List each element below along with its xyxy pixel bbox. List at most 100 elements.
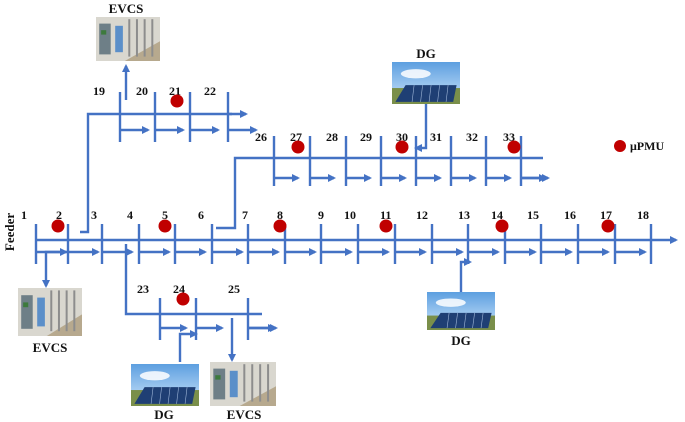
bus-label-32: 32 (466, 130, 478, 144)
dg-right-panel-grid-5 (480, 312, 484, 329)
evcs-left-feed-arrow (42, 250, 68, 288)
evcs-bottom-caption: EVCS (227, 407, 262, 422)
bus-label-5: 5 (162, 208, 168, 222)
dg-right-feed-arrow (459, 258, 472, 292)
dg-right-solar-panel (430, 312, 492, 329)
dg-right-caption: DG (451, 333, 471, 348)
evcs-bottom-indicator (215, 375, 221, 380)
dg-bottom-solar-panel (134, 387, 196, 404)
pmu-marker-bus-17 (601, 219, 615, 233)
pmu-legend-label: μPMU (630, 139, 664, 153)
pmu-marker-bus-27 (291, 140, 305, 154)
pmu-marker-bus-5 (158, 219, 172, 233)
dg-right-panel-grid-1 (446, 312, 450, 329)
bus-label-23: 23 (137, 282, 149, 296)
bus-label-15: 15 (527, 208, 539, 222)
lateral-23-25-line (124, 244, 262, 316)
dg-right-panel-grid-2 (455, 312, 458, 329)
dg-top-panel-grid-4 (437, 85, 440, 102)
feeder-label: Feeder (2, 213, 17, 251)
dg-right-picture (427, 292, 495, 330)
bus-label-14: 14 (491, 208, 503, 222)
evcs-top-picture (96, 17, 160, 61)
evcs-top-caption: EVCS (109, 1, 144, 16)
bus-label-1: 1 (21, 208, 27, 222)
pmu-legend-marker (614, 140, 626, 152)
bus-label-9: 9 (318, 208, 324, 222)
bus-label-21: 21 (169, 84, 181, 98)
bus-label-12: 12 (416, 208, 428, 222)
bus-label-4: 4 (127, 208, 133, 222)
dg-top-panel-grid-3 (428, 85, 432, 102)
dg-bottom-caption: DG (154, 407, 174, 422)
bus-label-10: 10 (344, 208, 356, 222)
pmu-marker-bus-24 (176, 292, 190, 306)
dg-right-cloud (435, 298, 466, 307)
dg-top-panel-grid-5 (445, 85, 449, 102)
evcs-left-charger-1 (21, 295, 33, 329)
bus-label-25: 25 (228, 282, 240, 296)
bus-label-19: 19 (93, 84, 105, 98)
evcs-left-floor (46, 314, 82, 336)
dg-top-cloud (400, 69, 431, 79)
pmu-marker-bus-8 (273, 219, 287, 233)
dg-bottom-feed-arrow (178, 330, 198, 362)
pmu-marker-bus-14 (495, 219, 509, 233)
bus-label-30: 30 (396, 130, 408, 144)
bus-label-22: 22 (204, 84, 216, 98)
bus-label-33: 33 (503, 130, 515, 144)
bus-label-11: 11 (380, 208, 391, 222)
pmu-marker-bus-33 (507, 140, 521, 154)
dg-top-caption: DG (416, 46, 436, 61)
network-lines (34, 64, 678, 362)
bus-label-13: 13 (458, 208, 470, 222)
bus-label-31: 31 (430, 130, 442, 144)
bus-label-18: 18 (637, 208, 649, 222)
evcs-left-picture (18, 288, 82, 336)
bus-label-29: 29 (360, 130, 372, 144)
evcs-top-floor (124, 41, 160, 61)
bus-label-16: 16 (564, 208, 576, 222)
pmu-marker-bus-11 (379, 219, 393, 233)
dg-top-panel-grid-1 (411, 85, 415, 102)
dg-bottom-panel-grid-5 (184, 387, 188, 404)
dg-bottom-panel-grid-2 (159, 387, 162, 404)
bus-label-26: 26 (255, 130, 267, 144)
dg-top-picture (392, 62, 460, 104)
evcs-left-charger-2 (37, 297, 45, 327)
evcs-top-charger-2 (115, 25, 123, 53)
lateral-26-33-line (216, 156, 543, 230)
evcs-top-indicator (101, 30, 107, 35)
source-pictures (18, 17, 495, 406)
dg-bottom-panel-grid-4 (176, 387, 179, 404)
bus-label-17: 17 (600, 208, 612, 222)
bus-label-8: 8 (277, 208, 283, 222)
dg-top-panel-grid-2 (420, 85, 423, 102)
bus-label-6: 6 (198, 208, 204, 222)
pmu-marker-bus-21 (170, 94, 184, 108)
dg-bottom-panel-grid-3 (167, 387, 171, 404)
dg-bottom-picture (131, 364, 199, 406)
bus-label-20: 20 (136, 84, 148, 98)
dg-top-feed-arrow (414, 104, 428, 152)
evcs-left-indicator (23, 302, 29, 308)
evcs-bottom-floor (239, 386, 276, 406)
bus-label-27: 27 (290, 130, 302, 144)
pmu-marker-bus-2 (51, 219, 65, 233)
evcs-top-charger-1 (99, 23, 111, 55)
bus-label-24: 24 (173, 282, 185, 296)
bus-label-7: 7 (242, 208, 248, 222)
dg-bottom-cloud (139, 371, 170, 381)
bus-labels: 1 2 3 4 5 6 7 8 9 10 11 12 13 14 15 16 1… (21, 84, 649, 296)
bus-label-2: 2 (56, 208, 62, 222)
dg-top-solar-panel (395, 85, 457, 102)
bus-label-28: 28 (326, 130, 338, 144)
bus-label-3: 3 (91, 208, 97, 222)
dg-bottom-panel-grid-1 (150, 387, 154, 404)
dg-right-panel-grid-4 (472, 312, 475, 329)
lateral-19-22-line (80, 112, 232, 234)
dg-right-panel-grid-3 (463, 312, 467, 329)
evcs-bottom-picture (210, 362, 276, 406)
pmu-marker-bus-30 (395, 140, 409, 154)
